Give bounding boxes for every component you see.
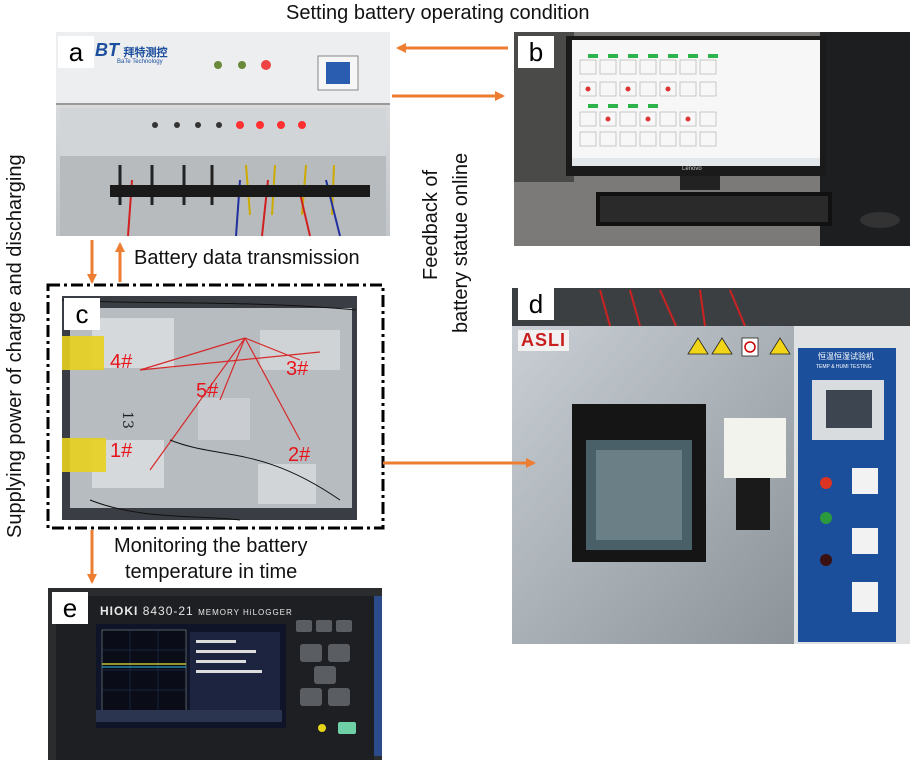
logger-title: HIOKI 8430-21 MEMORY HiLOGGER [100, 604, 293, 618]
photo-c-battery [61, 296, 357, 521]
caption-data-transmission: Battery data transmission [134, 247, 360, 269]
photo-e-data-logger [48, 588, 382, 760]
cell-label-2: 2# [288, 444, 311, 466]
cell-label-4: 4# [110, 351, 133, 373]
cell-label-1: 1# [110, 440, 133, 462]
battery-handwriting: 13 [118, 411, 135, 429]
caption-setting-condition: Setting battery operating condition [286, 2, 590, 24]
chamber-panel-title: 恒温恒湿试验机 [818, 352, 874, 361]
cell-label-3: 3# [286, 358, 309, 380]
logger-model: 8430-21 [142, 604, 194, 618]
photo-a-battery-tester [56, 32, 390, 237]
panel-label-b: b [518, 36, 554, 68]
asli-brand: ASLI [518, 330, 570, 351]
logger-brand: HIOKI [100, 604, 139, 618]
caption-supplying-power: Supplying power of charge and dischargin… [4, 154, 26, 538]
bate-logo-text: 拜特测控 [123, 46, 168, 59]
cell-label-5: 5# [196, 380, 219, 402]
photo-d-climate-chamber [512, 288, 910, 644]
bate-logo-sub: BaTe Technology [117, 59, 163, 65]
photo-b-computer [514, 32, 910, 246]
bate-logo-mark: BT [95, 40, 119, 60]
caption-monitoring-line1: Monitoring the battery [114, 535, 308, 557]
bate-logo: BT 拜特测控 BaTe Technology [95, 40, 167, 65]
panel-c-dashed-frame [46, 283, 385, 530]
panel-label-c: c [64, 298, 100, 330]
panel-label-d: d [518, 288, 554, 320]
panel-label-e: e [52, 592, 88, 624]
caption-feedback-line1: Feedback of [420, 169, 442, 280]
caption-monitoring-line2: temperature in time [125, 561, 298, 583]
chamber-panel-sub: TEMP & HUMI TESTING [816, 364, 872, 370]
caption-feedback-line2: battery statue online [450, 152, 472, 333]
monitor-brand: Lenovo [682, 166, 702, 172]
panel-label-a: a [58, 36, 94, 68]
logger-desc: MEMORY HiLOGGER [198, 608, 293, 617]
arrows [87, 43, 536, 584]
